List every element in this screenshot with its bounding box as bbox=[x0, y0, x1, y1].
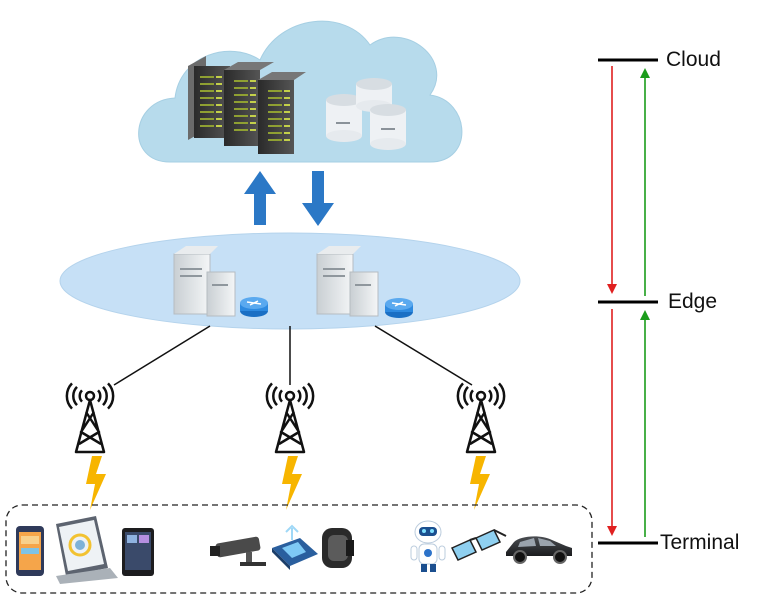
down-arrow bbox=[607, 309, 617, 536]
edge-layer bbox=[59, 232, 521, 330]
edge-server-icon bbox=[316, 246, 379, 317]
smartphone-icon bbox=[16, 526, 44, 576]
laptop-icon bbox=[56, 516, 118, 584]
cloud-label: Cloud bbox=[666, 48, 721, 71]
smartwatch-icon bbox=[322, 528, 354, 568]
robot-icon bbox=[410, 520, 446, 572]
wireless-signal-icon bbox=[470, 456, 490, 510]
smart-glasses-icon bbox=[450, 529, 507, 561]
upload-arrow bbox=[244, 171, 276, 225]
router-icon bbox=[385, 298, 413, 318]
edge-server-icon bbox=[173, 246, 236, 317]
server-rack-icon bbox=[258, 72, 306, 154]
cctv-camera-icon bbox=[210, 536, 266, 566]
wireless-signal-icon bbox=[86, 456, 106, 510]
link-line bbox=[113, 325, 211, 386]
cell-tower-icon bbox=[456, 382, 506, 454]
download-arrow bbox=[302, 171, 334, 226]
database-icon bbox=[370, 104, 406, 150]
down-arrow bbox=[607, 66, 617, 294]
cell-tower-icon bbox=[265, 382, 315, 454]
tablet-icon bbox=[122, 528, 154, 576]
car-icon bbox=[506, 536, 572, 564]
cloud-shape bbox=[138, 20, 463, 163]
up-arrow bbox=[640, 310, 650, 537]
router-icon bbox=[240, 297, 268, 317]
link-line bbox=[374, 325, 473, 386]
edge-label: Edge bbox=[668, 290, 718, 313]
up-arrow bbox=[640, 68, 650, 296]
smart-chip-icon bbox=[272, 524, 318, 570]
database-icon bbox=[356, 78, 392, 112]
cell-tower-icon bbox=[65, 382, 115, 454]
wireless-signal-icon bbox=[282, 456, 302, 510]
terminal-label: Terminal bbox=[660, 531, 740, 554]
